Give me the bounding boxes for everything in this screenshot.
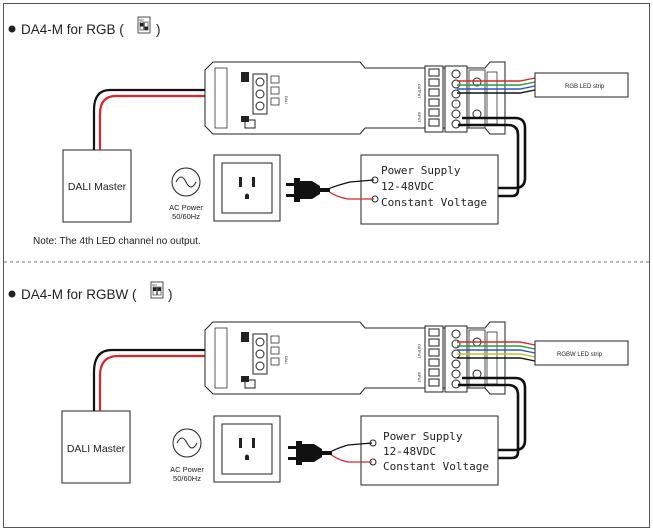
wall-socket-icon bbox=[213, 415, 281, 483]
dali-master-box bbox=[62, 149, 132, 223]
rgb-note: Note: The 4th LED channel no output. bbox=[33, 236, 201, 247]
dip-switch-icon: ON bbox=[137, 16, 151, 34]
rgb-led-strip-label: RGB LED strip bbox=[565, 84, 605, 90]
rgb-output-wires bbox=[457, 77, 536, 94]
dali-wire-red bbox=[98, 94, 248, 150]
ac-frequency-label: 50/60Hz bbox=[173, 474, 201, 483]
bullet-icon bbox=[8, 25, 16, 33]
bullet-icon bbox=[8, 290, 16, 298]
psu-line-2: 12-48VDC bbox=[383, 445, 436, 458]
ac-frequency-label: 50/60Hz bbox=[172, 212, 200, 221]
ac-power-label: AC Power bbox=[170, 465, 204, 474]
ac-power-label: AC Power bbox=[169, 203, 203, 212]
rgbw-output-wires bbox=[457, 341, 536, 362]
ac-sine-icon bbox=[171, 167, 201, 197]
rgbw-led-strip bbox=[534, 340, 629, 366]
dali-wire-black bbox=[92, 88, 248, 150]
rgbw-section: DA4-M for RGBW ( ON ) DALI Master RGBW L… bbox=[8, 281, 629, 486]
dali-master-box bbox=[61, 410, 131, 484]
diagram-frame bbox=[3, 3, 650, 528]
psu-line-2: 12-48VDC bbox=[381, 180, 434, 193]
rgb-title: DA4-M for RGB ( bbox=[21, 22, 124, 37]
switch-on-label: ON bbox=[152, 283, 157, 287]
dali-wire-black bbox=[92, 348, 248, 411]
plug-icon bbox=[286, 178, 330, 202]
rgbw-led-strip-label: RGBW LED strip bbox=[557, 352, 603, 358]
power-supply-box bbox=[360, 415, 499, 486]
psu-line-1: Power Supply bbox=[381, 164, 461, 177]
rgbw-title-close: ) bbox=[168, 287, 173, 302]
psu-line-3: Constant Voltage bbox=[383, 460, 489, 473]
psu-line-3: Constant Voltage bbox=[381, 196, 487, 209]
psu-wire-black-2 bbox=[458, 383, 520, 460]
power-supply-box bbox=[360, 154, 499, 225]
plug-icon bbox=[288, 441, 332, 465]
psu-line-1: Power Supply bbox=[383, 430, 463, 443]
rgb-led-strip bbox=[534, 72, 629, 98]
rgb-title-close: ) bbox=[156, 22, 161, 37]
rgb-section: DA4-M for RGB ( ON ) DALI Master RGB LED… bbox=[8, 16, 629, 247]
controller-device bbox=[204, 61, 506, 135]
dali-wire-red bbox=[98, 354, 248, 411]
ac-sine-icon bbox=[172, 428, 202, 458]
psu-wire-black-2 bbox=[458, 123, 520, 198]
dip-switch-icon: ON bbox=[150, 281, 164, 299]
switch-on-label: ON bbox=[139, 18, 144, 22]
dali-master-label: DALI Master bbox=[67, 443, 126, 455]
dali-master-label: DALI Master bbox=[68, 181, 127, 193]
wall-socket-icon bbox=[213, 154, 281, 222]
rgbw-title: DA4-M for RGBW ( bbox=[21, 287, 137, 302]
